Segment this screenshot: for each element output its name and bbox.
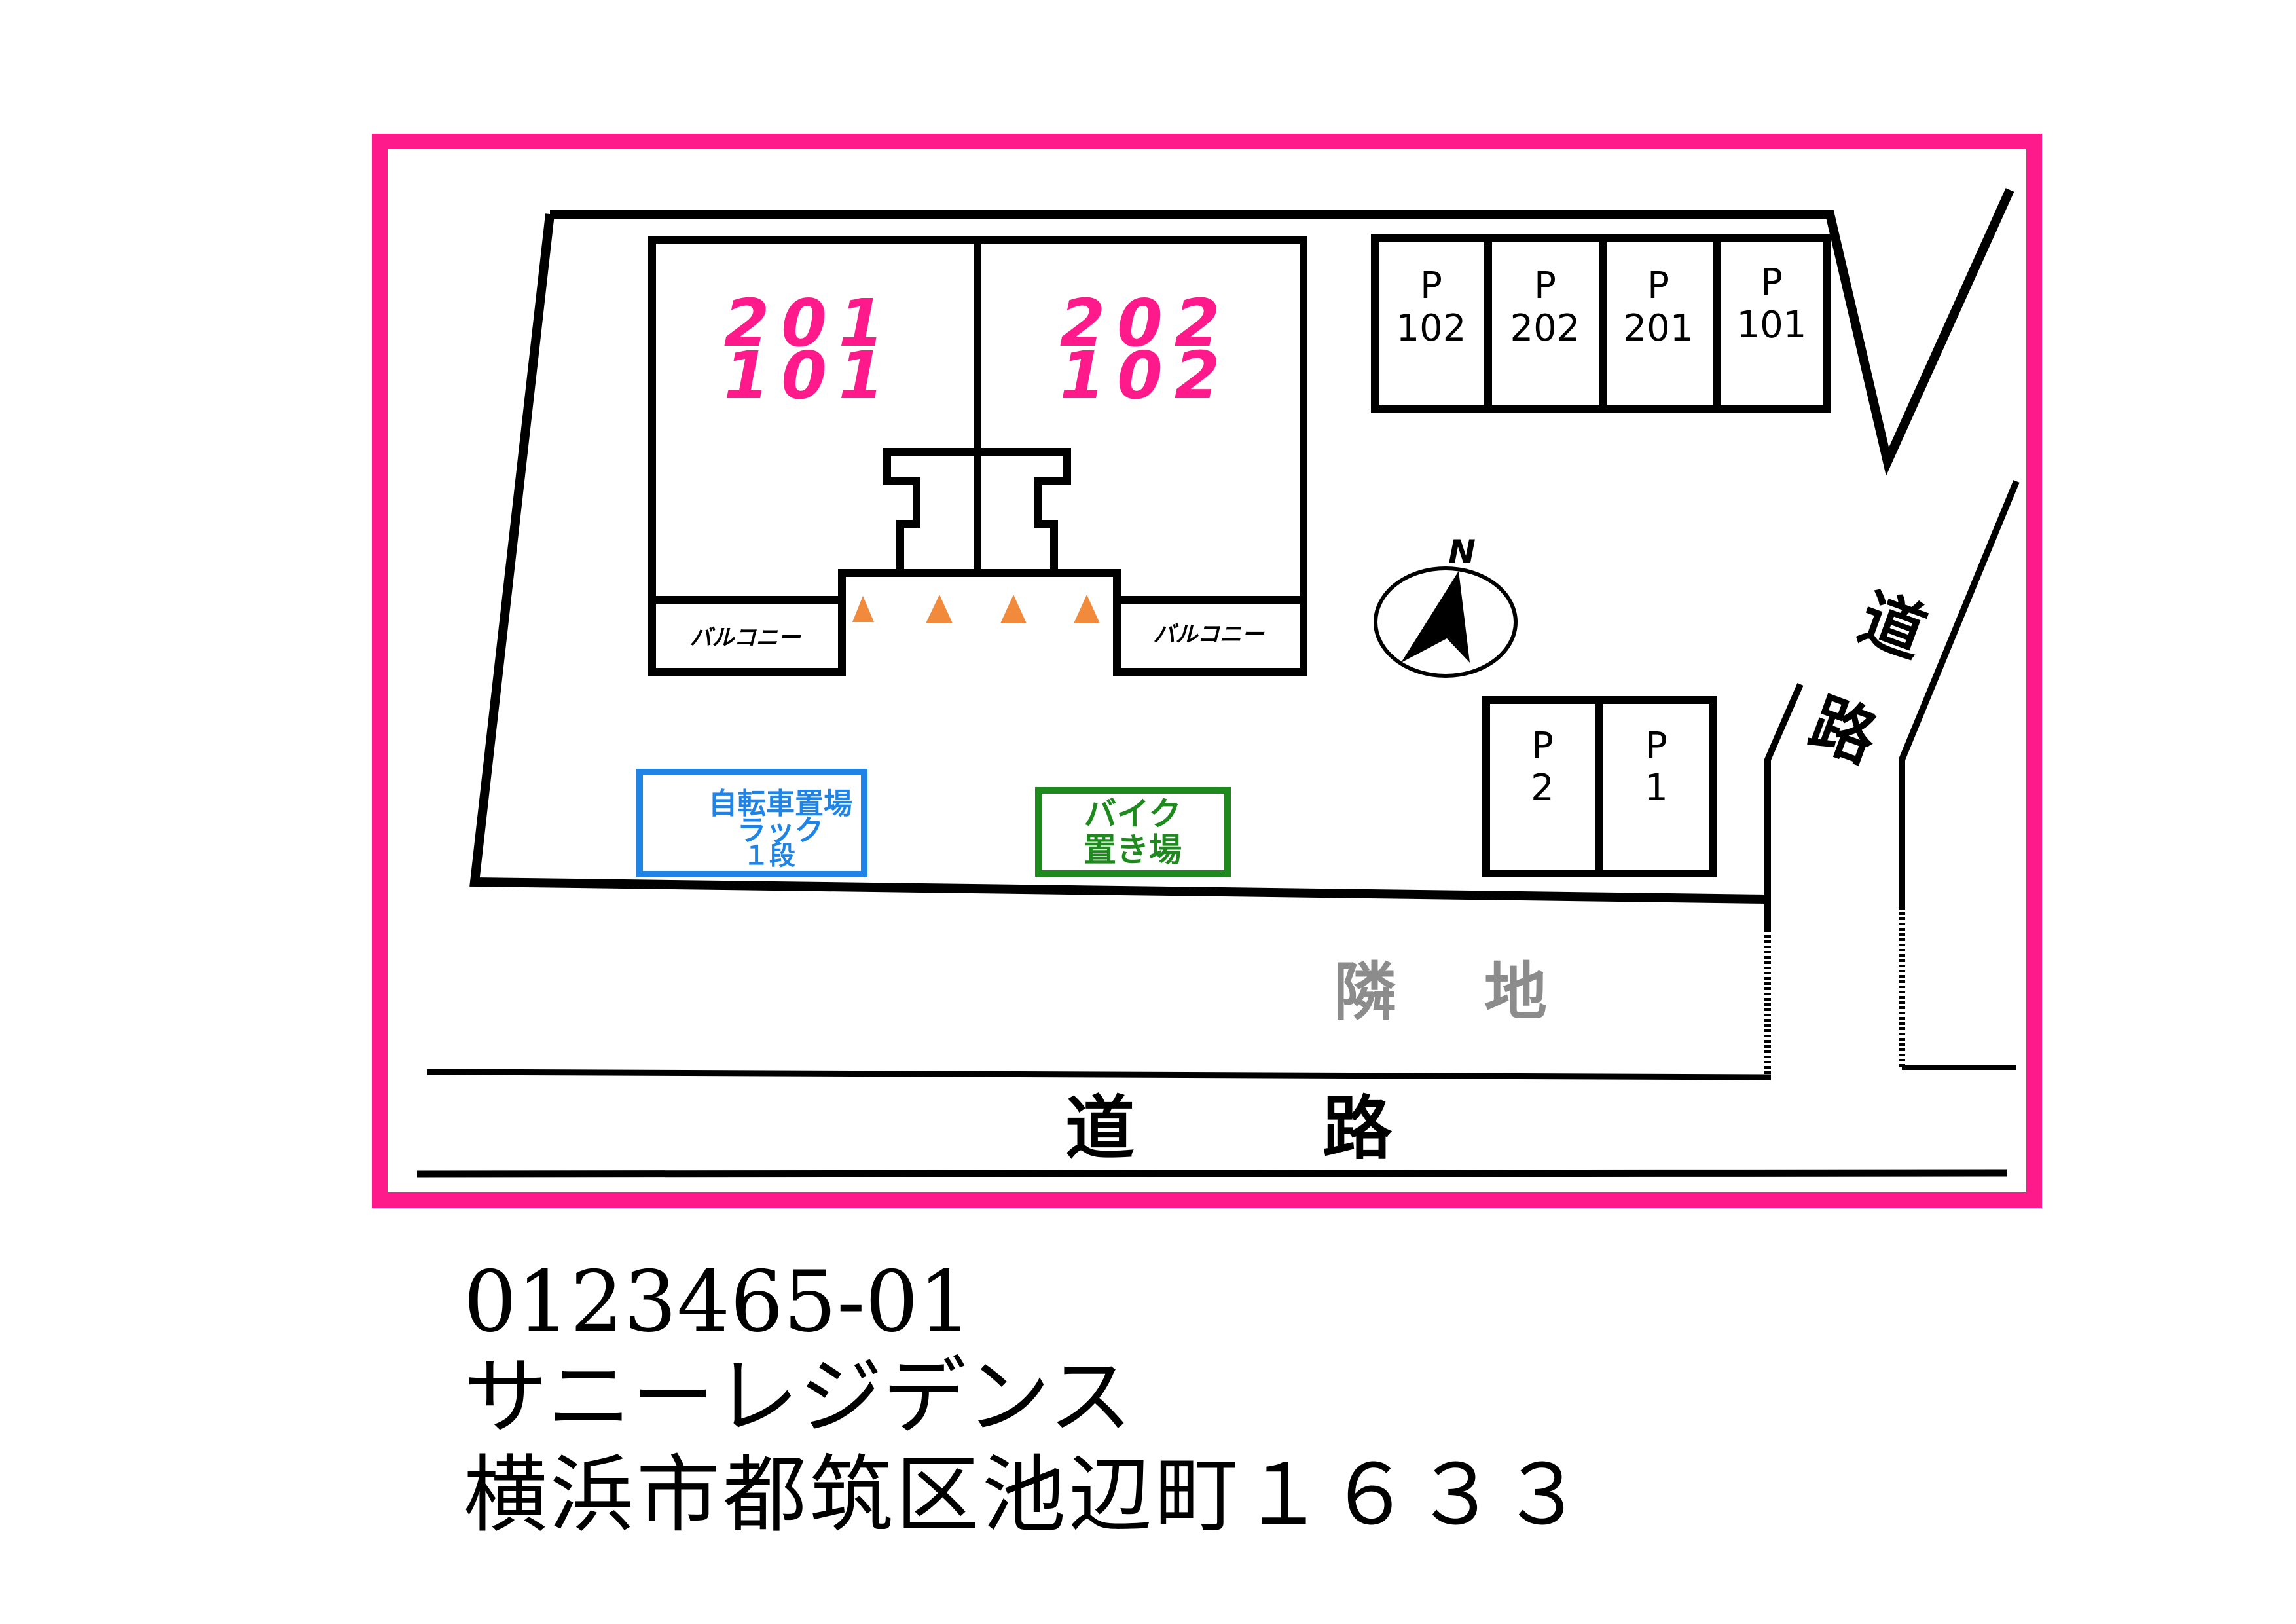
stall-1-p: P bbox=[1645, 725, 1667, 767]
unit-label-102: 102 bbox=[1060, 337, 1232, 414]
unit-label-201: 201 bbox=[724, 285, 896, 361]
stall-102-p: P bbox=[1420, 265, 1442, 307]
stall-101-num: 101 bbox=[1737, 304, 1807, 346]
balcony-right bbox=[1113, 596, 1307, 676]
parking-bottom bbox=[1482, 696, 1717, 877]
road-bottom-char2: 路 bbox=[1322, 1088, 1393, 1169]
stall-202-num: 202 bbox=[1510, 307, 1580, 350]
stall-1-num: 1 bbox=[1645, 767, 1668, 809]
stair-marks bbox=[852, 595, 1100, 623]
road-right-edge-inner bbox=[1764, 683, 1804, 930]
road-right-char2: 路 bbox=[1800, 685, 1887, 777]
property-id: 0123465-01 bbox=[464, 1253, 972, 1351]
stall-201-num: 201 bbox=[1624, 307, 1694, 350]
property-address: 横浜市都筑区池辺町１６３３ bbox=[464, 1447, 1588, 1544]
neighbor-lot-char2: 地 bbox=[1484, 955, 1547, 1029]
balcony-right-label: バルコニー bbox=[1153, 621, 1264, 648]
parking-top bbox=[1371, 234, 1831, 413]
road-line-upper bbox=[426, 1069, 1772, 1080]
stall-2-p: P bbox=[1531, 725, 1554, 767]
neighbor-lot-char1: 隣 bbox=[1334, 955, 1396, 1029]
frame-border bbox=[372, 134, 2042, 1208]
compass: N bbox=[1374, 533, 1518, 678]
balcony-left bbox=[648, 596, 846, 676]
road-right-char1: 道 bbox=[1850, 580, 1935, 673]
stall-2-num: 2 bbox=[1531, 767, 1554, 809]
stall-202-p: P bbox=[1534, 265, 1556, 307]
road-right-edge-outer bbox=[1899, 480, 2020, 907]
road-bottom-char1: 道 bbox=[1065, 1088, 1135, 1169]
property-name: サニーレジデンス bbox=[464, 1348, 1133, 1446]
unit-label-101: 101 bbox=[724, 337, 896, 414]
site-boundary-left-bottom bbox=[469, 213, 1768, 904]
motorbike-area-line2: 置き場 bbox=[1084, 831, 1182, 869]
motorbike-area-line1: バイク bbox=[1084, 795, 1182, 833]
road-line-lower bbox=[416, 1169, 2008, 1178]
bicycle-area bbox=[636, 769, 867, 877]
stall-102-num: 102 bbox=[1396, 307, 1467, 350]
bicycle-area-line3: １段 bbox=[743, 841, 795, 871]
bicycle-area-line2: ラック bbox=[737, 814, 824, 847]
balcony-left-label: バルコニー bbox=[689, 625, 801, 651]
stall-101-p: P bbox=[1760, 261, 1783, 304]
unit-label-202: 202 bbox=[1060, 285, 1232, 361]
bicycle-area-line1: 自転車置場 bbox=[708, 787, 852, 821]
north-arrow-icon bbox=[1401, 571, 1470, 663]
stall-201-p: P bbox=[1647, 265, 1669, 307]
motorbike-area bbox=[1035, 787, 1231, 877]
compass-label: N bbox=[1448, 533, 1476, 571]
site-boundary bbox=[550, 188, 2014, 476]
